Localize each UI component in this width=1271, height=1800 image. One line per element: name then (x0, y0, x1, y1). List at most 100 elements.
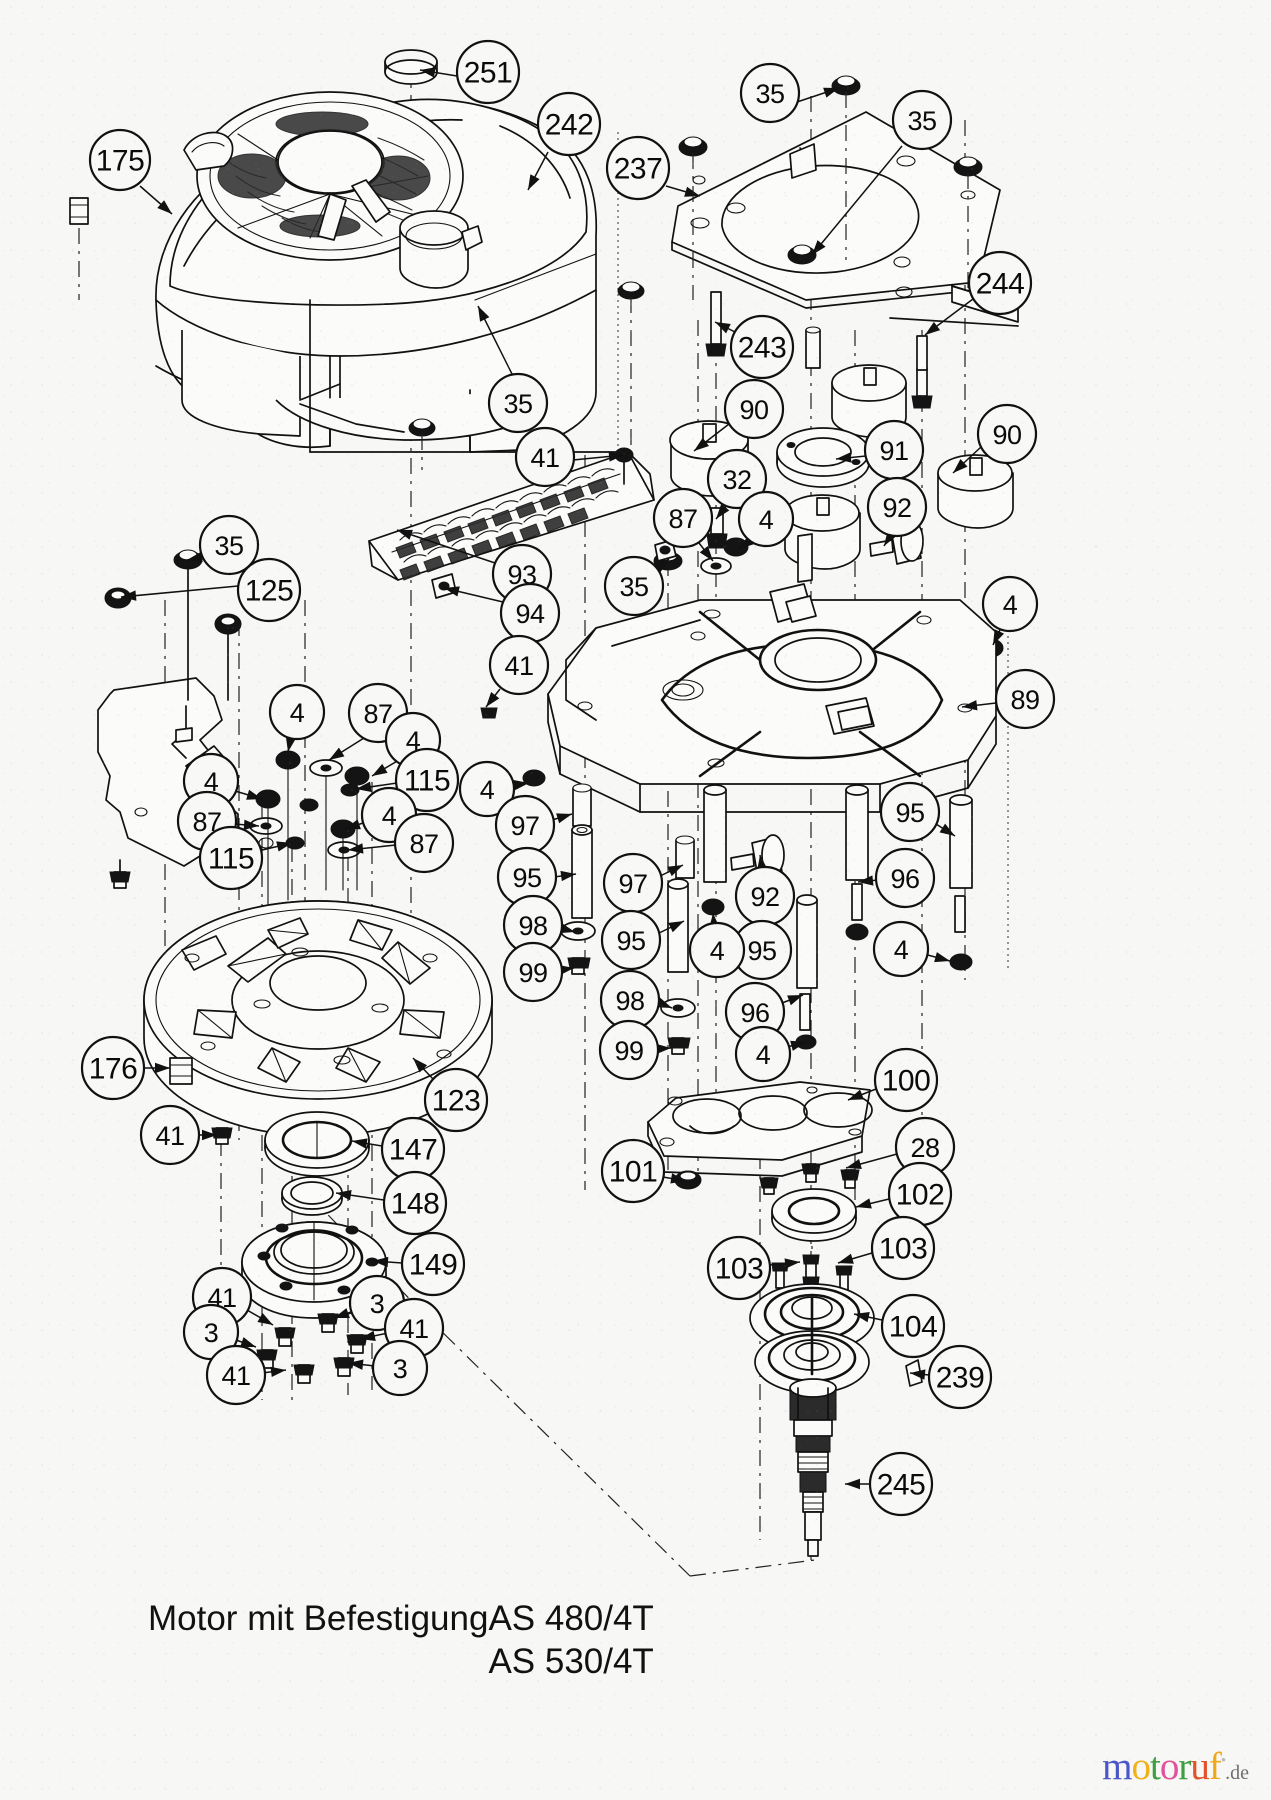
nut-115-a (340, 783, 360, 797)
callout-87: 87 (652, 487, 714, 562)
callout-number: 94 (515, 599, 545, 629)
callout-97: 97 (494, 794, 573, 856)
callout-number: 101 (609, 1156, 658, 1189)
callout-97: 97 (602, 852, 684, 914)
leader-arrowhead (953, 458, 968, 473)
leader-arrowhead (202, 1129, 217, 1141)
callout-101: 101 (600, 1138, 687, 1204)
leader-arrowhead (413, 1058, 428, 1073)
callout-4: 4 (872, 920, 951, 978)
leader-arrowhead (608, 451, 624, 462)
callout-99: 99 (598, 1019, 672, 1081)
spacer-91 (776, 427, 870, 488)
leader-arrowhead (699, 545, 713, 561)
callout-number: 4 (406, 726, 421, 756)
callout-bubble (600, 1138, 666, 1204)
callout-bubble (236, 557, 302, 623)
callout-number: 32 (722, 465, 751, 495)
nut-35-a (408, 418, 436, 437)
leader-arrowhead (155, 1062, 170, 1074)
screw-41-d (211, 1127, 233, 1145)
callout-bubble (600, 909, 662, 971)
callout-number: 90 (739, 395, 768, 425)
leader-arrowhead (157, 200, 172, 214)
leader-arrowhead (486, 691, 500, 707)
leader-arrowhead (348, 1359, 364, 1370)
callout-number: 35 (619, 572, 648, 602)
leader-arrowhead (397, 529, 413, 540)
callout-bubble (873, 1047, 939, 1113)
leader-arrowhead (513, 779, 529, 791)
callout-number: 87 (409, 829, 438, 859)
leader-arrowhead (667, 865, 683, 877)
callout-bubble (488, 634, 550, 696)
callout-number: 35 (755, 79, 784, 109)
watermark-letter: f (1208, 1745, 1222, 1788)
pulley-104 (749, 1283, 875, 1394)
callout-number: 90 (992, 420, 1021, 450)
callout-number: 4 (710, 936, 725, 966)
title-model-2: AS 530/4T (488, 1641, 654, 1681)
shaft-245 (789, 1378, 837, 1557)
leader-arrowhead (270, 1366, 286, 1378)
leader-arrowhead (845, 1478, 860, 1490)
mount-plate-237 (671, 75, 1019, 409)
callout-bubble (927, 1344, 993, 1410)
leader-arrowhead (334, 1308, 350, 1318)
callout-bubble (868, 1451, 934, 1517)
callout-number: 96 (890, 864, 919, 894)
callout-98: 98 (599, 969, 673, 1031)
callout-125: 125 (120, 557, 302, 623)
callout-bubble (723, 378, 785, 440)
callout-bubble (652, 487, 714, 549)
leader-arrowhead (856, 1198, 872, 1209)
callout-bubble (872, 920, 930, 978)
callout-bubble (139, 1104, 201, 1166)
callout-115: 115 (198, 825, 293, 891)
callout-number: 115 (404, 765, 450, 798)
watermark-accent: • (1220, 1753, 1226, 1769)
callout-number: 243 (738, 332, 787, 365)
callout-41: 41 (485, 634, 550, 708)
callout-number: 244 (976, 268, 1025, 301)
pin-96-a (799, 993, 811, 1031)
callout-number: 251 (464, 57, 513, 90)
leader-arrowhead (187, 551, 203, 563)
callout-4: 4 (458, 760, 530, 818)
callout-number: 4 (756, 1040, 771, 1070)
seal-147 (264, 1111, 370, 1177)
washer-87-b (309, 759, 343, 777)
callout-number: 125 (245, 575, 294, 608)
callout-bubble (706, 1235, 772, 1301)
nut-4-i (275, 750, 301, 770)
watermark-letter: m (1102, 1745, 1132, 1788)
callout-bubble (455, 39, 521, 105)
callout-92: 92 (734, 854, 796, 927)
callout-number: 115 (208, 843, 254, 876)
callout-number: 3 (393, 1354, 408, 1384)
callout-bubble (382, 1170, 448, 1236)
leader-arrowhead (360, 1330, 376, 1341)
callout-bubble (198, 825, 264, 891)
leader-arrowhead (285, 736, 297, 752)
leader-arrowhead (993, 629, 1005, 645)
callout-number: 4 (894, 935, 909, 965)
callout-245: 245 (845, 1451, 934, 1517)
bushing-176 (169, 1057, 193, 1085)
leader-arrowhead (559, 923, 575, 934)
nut-35-f (787, 244, 817, 265)
callout-bubble (88, 128, 152, 192)
bolt-28-b (840, 1169, 860, 1189)
callout-number: 35 (907, 106, 936, 136)
callout-number: 103 (715, 1253, 764, 1286)
callout-104: 104 (853, 1293, 946, 1359)
callout-bubble (536, 91, 602, 157)
pin-96-c (954, 895, 966, 933)
callout-number: 104 (889, 1311, 938, 1344)
nut-4-j (344, 766, 370, 786)
callout-41: 41 (205, 1344, 287, 1406)
leader-arrowhead (240, 1337, 256, 1347)
callout-244: 244 (924, 250, 1033, 336)
seal-stack (241, 1111, 387, 1384)
callout-number: 89 (1010, 685, 1039, 715)
